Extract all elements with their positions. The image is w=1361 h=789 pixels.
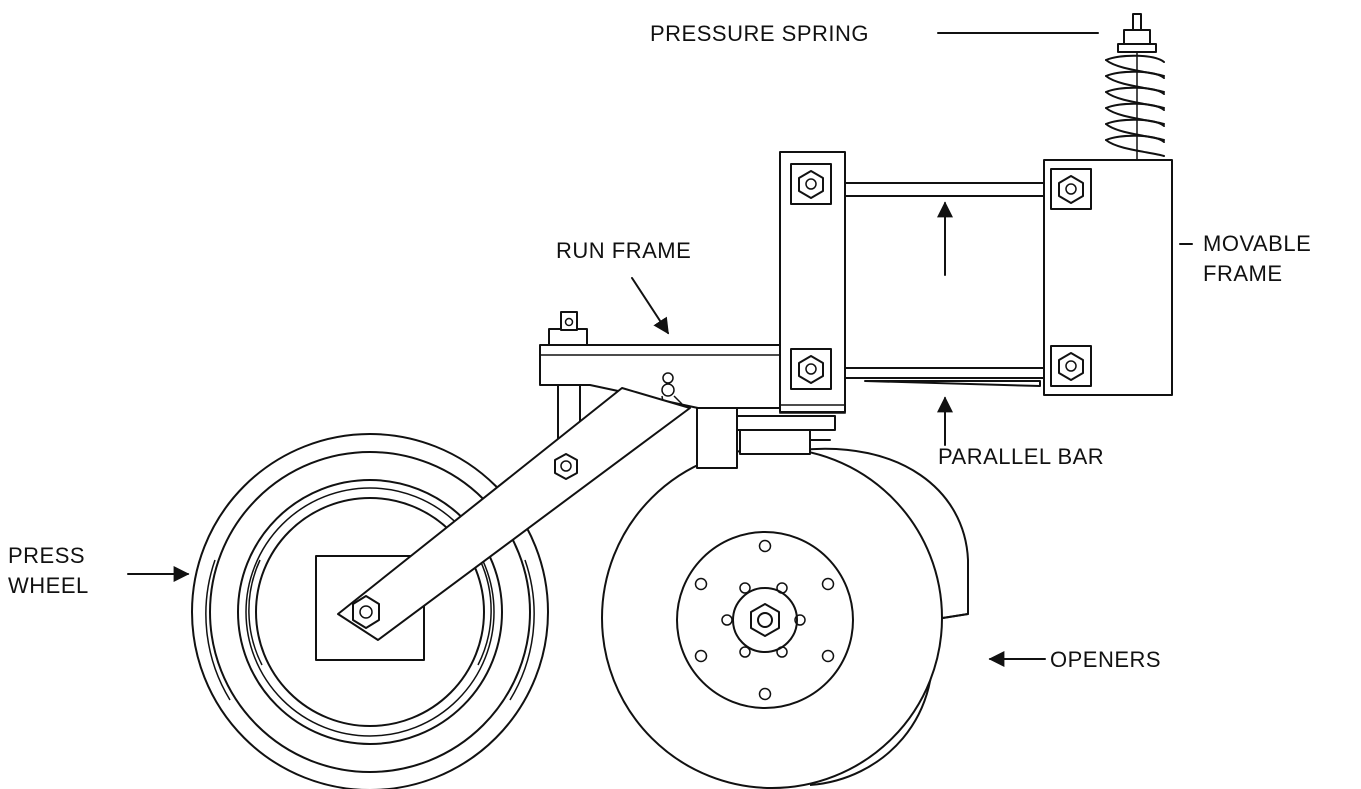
label-pressure-spring-group: PRESSURE SPRING [650,21,1099,46]
press-wheel-highlight-right [509,559,535,701]
press-wheel-arm [337,387,691,641]
frame-bolt-top-left [790,163,832,205]
spring-rod-top [1132,13,1142,31]
arm-pivot-nut [554,453,578,480]
label-movable-frame-line2: FRAME [1203,261,1283,286]
opener-bolt-holes-outer [694,539,835,701]
leader-run-frame [631,277,669,335]
press-wheel-rim-ring [209,451,531,773]
press-wheel-highlight-left [205,559,231,701]
opener-hub-flange [676,531,854,709]
press-wheel-tire-groove [245,487,495,737]
label-press-wheel-line1: PRESS [8,543,85,568]
press-wheel-inner-arc-left [248,559,263,666]
press-wheel-inner-arc-right [477,559,492,666]
opener-mount-block [739,429,811,455]
label-movable-frame-group: MOVABLE FRAME [1179,231,1311,286]
label-run-frame-group: RUN FRAME [556,238,691,335]
spring-nut [1123,29,1151,45]
frame-bolt-top-right [1050,168,1092,210]
label-parallel-bar: PARALLEL BAR [938,444,1104,469]
opener-mount-plate [736,415,836,431]
label-run-frame: RUN FRAME [556,238,691,263]
opener-shank [696,407,836,469]
opener-hub-bolt [757,612,773,628]
pressure-spring [1105,13,1165,160]
press-wheel-arm-bar [337,387,691,641]
parallel-bar-upper [844,182,1045,197]
opener-bolt-holes-inner [721,582,806,658]
frame-bolt-bottom-left [790,348,832,390]
press-wheel-axle-nut [352,595,380,629]
label-openers-group: OPENERS [988,647,1161,672]
opener-shank-left [696,407,738,469]
label-pressure-spring: PRESSURE SPRING [650,21,869,46]
press-wheel-tire-inner [237,479,503,745]
spring-washer [1117,43,1157,53]
run-frame-top-bolt [548,311,588,346]
label-press-wheel-line2: WHEEL [8,573,89,598]
spring-coils [1105,54,1165,157]
label-movable-frame-line1: MOVABLE [1203,231,1311,256]
linkage-frame [779,151,1173,414]
label-parallel-bar-group: PARALLEL BAR [937,396,1104,469]
press-wheel-hub-ring [255,497,485,727]
parallel-bar-lower [844,367,1045,387]
label-openers: OPENERS [1050,647,1161,672]
opener-disc [601,447,969,789]
frame-bolt-bottom-right [1050,345,1092,387]
label-press-wheel-group: PRESS WHEEL [8,543,190,598]
